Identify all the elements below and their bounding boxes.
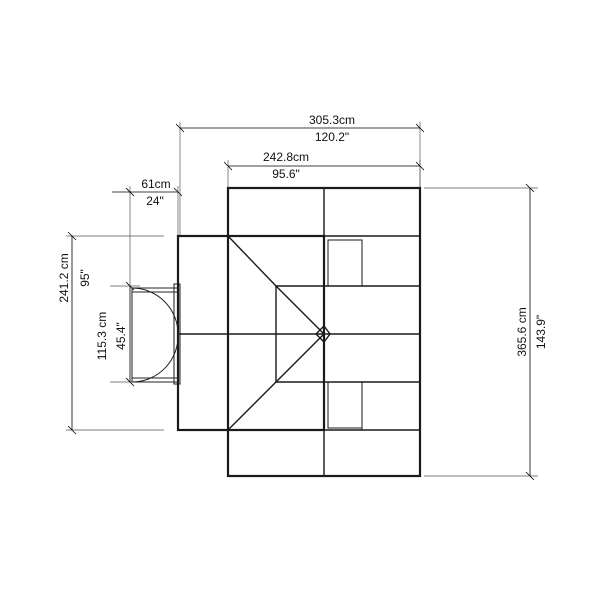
overall-length-cm-label: 365.6 cm: [515, 307, 529, 356]
door-width-cm-label: 115.3 cm: [95, 312, 109, 360]
overall-width-in-label: 120.2": [315, 130, 349, 144]
wing-depth-cm-label: 61cm: [141, 177, 170, 191]
overall-length-in-label: 143.9": [534, 315, 548, 349]
dim-wing-length: 241.2 cm 95": [57, 231, 164, 435]
main-width-cm-label: 242.8cm: [263, 150, 309, 164]
dim-wing-depth: 61cm 24": [112, 177, 183, 286]
wing-depth-in-label: 24": [146, 194, 164, 208]
dim-main-width: 242.8cm 95.6": [223, 150, 425, 188]
left-wing: [176, 234, 326, 432]
dim-door-width: 115.3 cm 45.4": [95, 281, 140, 387]
dim-overall-width: 305.3cm 120.2": [175, 113, 425, 236]
overall-width-cm-label: 305.3cm: [309, 113, 355, 127]
door-width-in-label: 45.4": [114, 322, 128, 350]
double-door: [131, 283, 181, 385]
wing-length-in-label: 95": [78, 269, 92, 287]
roof-hip-lines: [227, 235, 331, 431]
wing-length-cm-label: 241.2 cm: [57, 253, 71, 302]
dim-overall-length: 365.6 cm 143.9": [424, 183, 548, 481]
main-width-in-label: 95.6": [272, 167, 300, 181]
